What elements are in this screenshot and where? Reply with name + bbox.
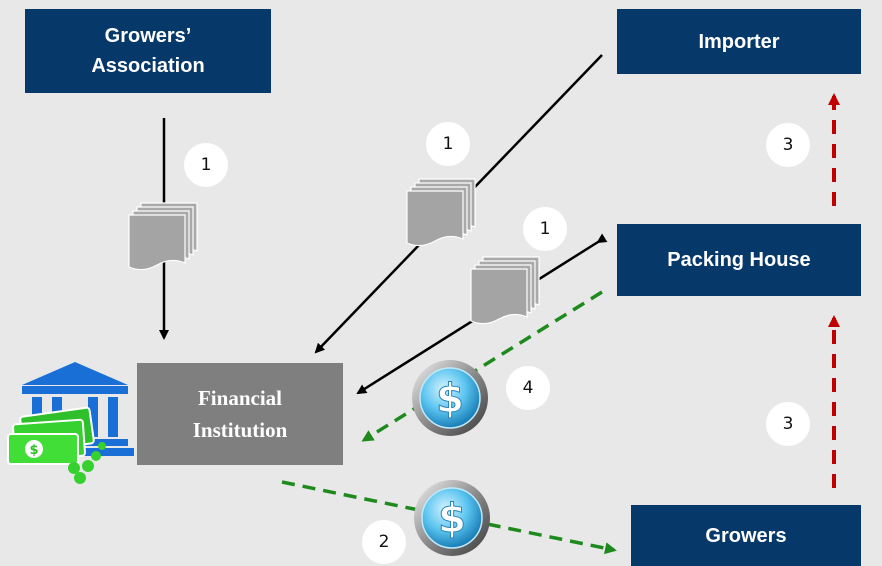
money-icon: $ xyxy=(7,406,106,484)
growers-association-label: Growers’ Association xyxy=(91,25,205,77)
financial-institution-box: Financial Institution xyxy=(137,363,343,465)
importer-label: Importer xyxy=(698,30,780,53)
step-badge-payment-out: 2 xyxy=(362,520,406,564)
packing-house-label: Packing House xyxy=(667,249,811,271)
packing-house-box: Packing House xyxy=(617,224,861,296)
document-stack-icon xyxy=(128,202,198,271)
step-badge-packing-docs: 1 xyxy=(523,207,567,251)
dollar-coin-icon: $ xyxy=(414,480,490,556)
growers-box: Growers xyxy=(631,505,861,566)
svg-text:$: $ xyxy=(29,443,38,458)
growers-label: Growers xyxy=(705,524,787,547)
svg-text:$: $ xyxy=(438,496,466,542)
step-badge-payment-in: 4 xyxy=(506,366,550,410)
importer-box: Importer xyxy=(617,9,861,74)
step-badge-assoc-docs: 1 xyxy=(184,143,228,187)
dollar-coin-icon: $ xyxy=(412,360,488,436)
document-stack-icon xyxy=(406,178,476,247)
arrow-payment-to-fi xyxy=(361,290,603,442)
svg-text:$: $ xyxy=(436,376,464,422)
step-badge-to-packing: 3 xyxy=(766,402,810,446)
step-badge-importer-docs: 1 xyxy=(426,122,470,166)
financial-institution-label: Financial Institution xyxy=(192,386,288,442)
document-stack-icon xyxy=(470,256,540,325)
growers-association-box: Growers’ Association xyxy=(25,9,271,93)
step-badge-to-importer: 3 xyxy=(766,123,810,167)
